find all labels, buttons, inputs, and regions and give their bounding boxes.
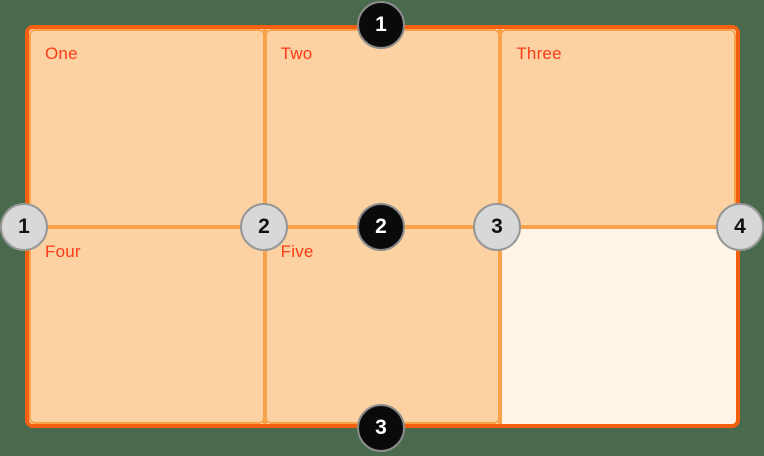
- row-line-marker-3: 3: [357, 404, 405, 452]
- column-line-number-2: 2: [258, 215, 270, 238]
- grid-container: One Two Three Four Five: [25, 25, 740, 428]
- column-line-marker-4: 4: [716, 203, 764, 251]
- row-line-marker-2: 2: [357, 203, 405, 251]
- row-line-marker-1: 1: [357, 1, 405, 49]
- grid-cell-three: Three: [500, 29, 736, 227]
- grid-cell-five: Five: [264, 226, 501, 424]
- column-line-number-1: 1: [18, 215, 30, 238]
- column-line-number-3: 3: [491, 215, 503, 238]
- grid-cell-one: One: [29, 29, 265, 227]
- grid-cell-four: Four: [29, 226, 265, 424]
- cell-label-four: Four: [45, 241, 81, 261]
- cell-label-two: Two: [280, 44, 313, 63]
- row-line-number-1: 1: [375, 13, 387, 36]
- row-line-number-3: 3: [375, 416, 387, 439]
- column-line-number-4: 4: [734, 215, 746, 238]
- cell-label-one: One: [45, 44, 78, 63]
- column-line-marker-1: 1: [0, 203, 48, 251]
- cell-label-three: Three: [516, 44, 562, 63]
- row-line-number-2: 2: [375, 215, 387, 238]
- grid-cell-two: Two: [264, 29, 501, 227]
- column-line-marker-2: 2: [240, 203, 288, 251]
- column-line-marker-3: 3: [473, 203, 521, 251]
- cell-label-five: Five: [280, 241, 314, 261]
